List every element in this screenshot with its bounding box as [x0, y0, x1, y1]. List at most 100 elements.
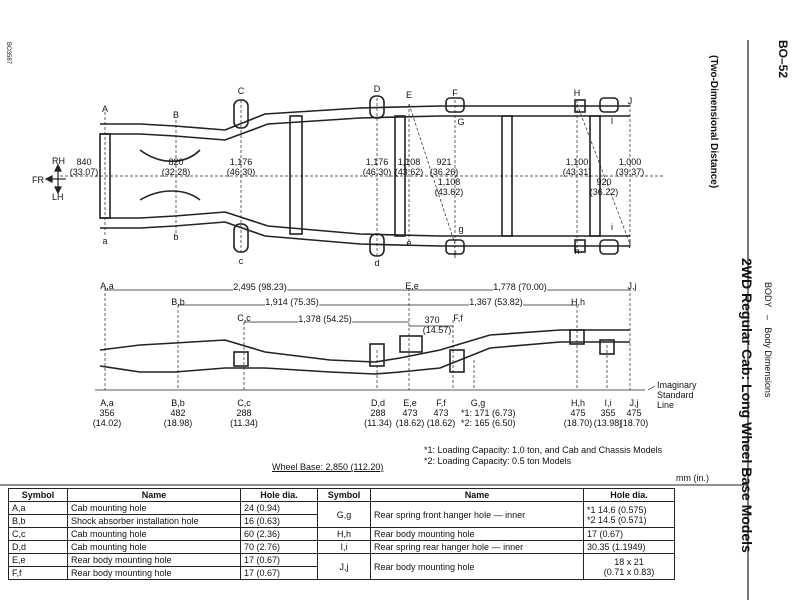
- section-separator: –: [763, 314, 773, 320]
- point-a: a: [102, 236, 108, 246]
- point-D: D: [373, 84, 381, 94]
- hole-dia-cell: 30.35 (1.1949): [583, 540, 675, 554]
- name-cell: Cab mounting hole: [67, 540, 241, 554]
- side-hanger-e: [399, 335, 423, 353]
- dim-inch: (36.22): [589, 187, 619, 197]
- table-row: E,e Rear body mounting hole 17 (0.67) J,…: [8, 553, 675, 580]
- front-suspension-member: [139, 149, 201, 201]
- dim-inch: (39.37): [615, 167, 645, 177]
- span-label: 1,914 (75.35): [265, 297, 319, 307]
- height-value: 475: [626, 408, 642, 418]
- symbol-cell: A,a: [8, 501, 68, 515]
- hanger-i: [599, 239, 619, 255]
- side-point-label: C,c: [237, 313, 251, 323]
- height-value: 288: [236, 408, 252, 418]
- plan-upper-rail: [100, 105, 630, 131]
- crossmember-2: [289, 115, 303, 235]
- table-header: Symbol: [317, 488, 371, 502]
- plan-upper-rail-inner: [100, 115, 630, 141]
- hole-dia-cell: 16 (0.63): [240, 514, 318, 528]
- height-value: 482: [170, 408, 186, 418]
- dim-value: 1,108: [397, 157, 421, 167]
- height-point: F,f: [436, 398, 446, 408]
- symbol-cell: F,f: [8, 566, 68, 580]
- hole-dia-cell: 24 (0.94): [240, 501, 318, 515]
- page-number: BO–52: [776, 40, 790, 79]
- name-cell: Rear body mounting hole: [67, 566, 241, 580]
- subsection-name: Body Dimensions: [763, 327, 773, 398]
- side-hanger-f: [449, 349, 465, 373]
- point-d: d: [374, 258, 380, 268]
- hole-dia-cell: 70 (2.76): [240, 540, 318, 554]
- hole-dia-line: 18 x 21: [614, 556, 644, 567]
- mount-H: [574, 99, 586, 113]
- point-B: B: [172, 110, 180, 120]
- point-h: h: [574, 246, 580, 256]
- span-label: 370: [424, 315, 440, 325]
- orient-lh-label: LH: [52, 192, 64, 202]
- imaginary-line-label-2: Standard: [657, 390, 694, 400]
- hole-dia-cell: *1 14.6 (0.575)*2 14.5 (0.571): [583, 501, 675, 528]
- span-label: (14.57): [422, 325, 452, 335]
- dim-inch: (32.28): [161, 167, 191, 177]
- point-I: I: [610, 116, 614, 126]
- note-1: *1: Loading Capacity: 1.0 ton, and Cab a…: [424, 445, 663, 455]
- table-row: F,f Rear body mounting hole 17 (0.67): [8, 566, 675, 580]
- hole-dia-line: *2 14.5 (0.571): [587, 514, 647, 525]
- span-label: 1,778 (70.00): [493, 282, 547, 292]
- name-cell: Rear body mounting hole: [370, 527, 584, 541]
- dim-value: 1,100: [565, 157, 589, 167]
- dim-value: 921: [436, 157, 452, 167]
- height-point: E,e: [403, 398, 417, 408]
- height-inch: (18.62): [395, 418, 425, 428]
- height-point: I,i: [604, 398, 612, 408]
- side-point-label: E,e: [405, 281, 419, 291]
- height-inch: (18.70): [619, 418, 649, 428]
- table-header: Name: [67, 488, 241, 502]
- height-inch: (14.02): [92, 418, 122, 428]
- units-label: mm (in.): [676, 473, 709, 483]
- point-G: G: [457, 117, 465, 127]
- symbol-cell: B,b: [8, 514, 68, 528]
- point-E: E: [405, 90, 413, 100]
- span-label: 1,378 (54.25): [298, 314, 352, 324]
- imaginary-line-label-3: Line: [657, 400, 675, 410]
- side-point-label: A,a: [100, 281, 114, 291]
- section-name: BODY: [763, 282, 773, 308]
- height-point: A,a: [100, 398, 114, 408]
- point-A: A: [101, 104, 109, 114]
- note-2: *2: Loading Capacity: 0.5 ton Models: [424, 456, 572, 466]
- hole-dia-cell: 17 (0.67): [240, 566, 318, 580]
- dim-inch: (43.62): [394, 167, 424, 177]
- side-point-label: J,j: [627, 281, 637, 291]
- symbol-cell: J,j: [317, 553, 371, 580]
- table-header: Hole dia.: [240, 488, 318, 502]
- reference-code: BO3587: [5, 42, 11, 65]
- point-b: b: [173, 232, 179, 242]
- hole-dia-line: (0.71 x 0.83): [603, 566, 655, 577]
- name-cell: Cab mounting hole: [67, 527, 241, 541]
- dim-value: 920: [596, 177, 612, 187]
- table-row: D,d Cab mounting hole 70 (2.76) I,i Rear…: [8, 540, 675, 554]
- symbol-cell: D,d: [8, 540, 68, 554]
- table-row: A,a Cab mounting hole 24 (0.94) G,g Rear…: [8, 501, 675, 528]
- point-J: J: [627, 96, 633, 106]
- orient-rh-label: RH: [52, 156, 65, 166]
- height-value: 355: [600, 408, 616, 418]
- hole-dia-cell: 18 x 21(0.71 x 0.83): [583, 553, 675, 580]
- section-label: BODY – Body Dimensions: [763, 282, 773, 397]
- hole-table: Symbol Name Hole dia. Symbol Name Hole d…: [8, 488, 675, 580]
- height-inch: (11.34): [230, 418, 258, 428]
- table-header: Name: [370, 488, 584, 502]
- height-point: H,h: [570, 398, 586, 408]
- dim-inch: (46.30): [226, 167, 256, 177]
- side-point-label: B,b: [171, 297, 185, 307]
- dim-value: 1,108: [437, 177, 461, 187]
- dim-inch: (33.07): [69, 167, 99, 177]
- side-bracket-c: [233, 351, 249, 367]
- symbol-cell: E,e: [8, 553, 68, 567]
- mount-h: [574, 239, 586, 253]
- span-label: 1,367 (53.82): [469, 297, 523, 307]
- name-cell: Rear body mounting hole: [370, 553, 584, 580]
